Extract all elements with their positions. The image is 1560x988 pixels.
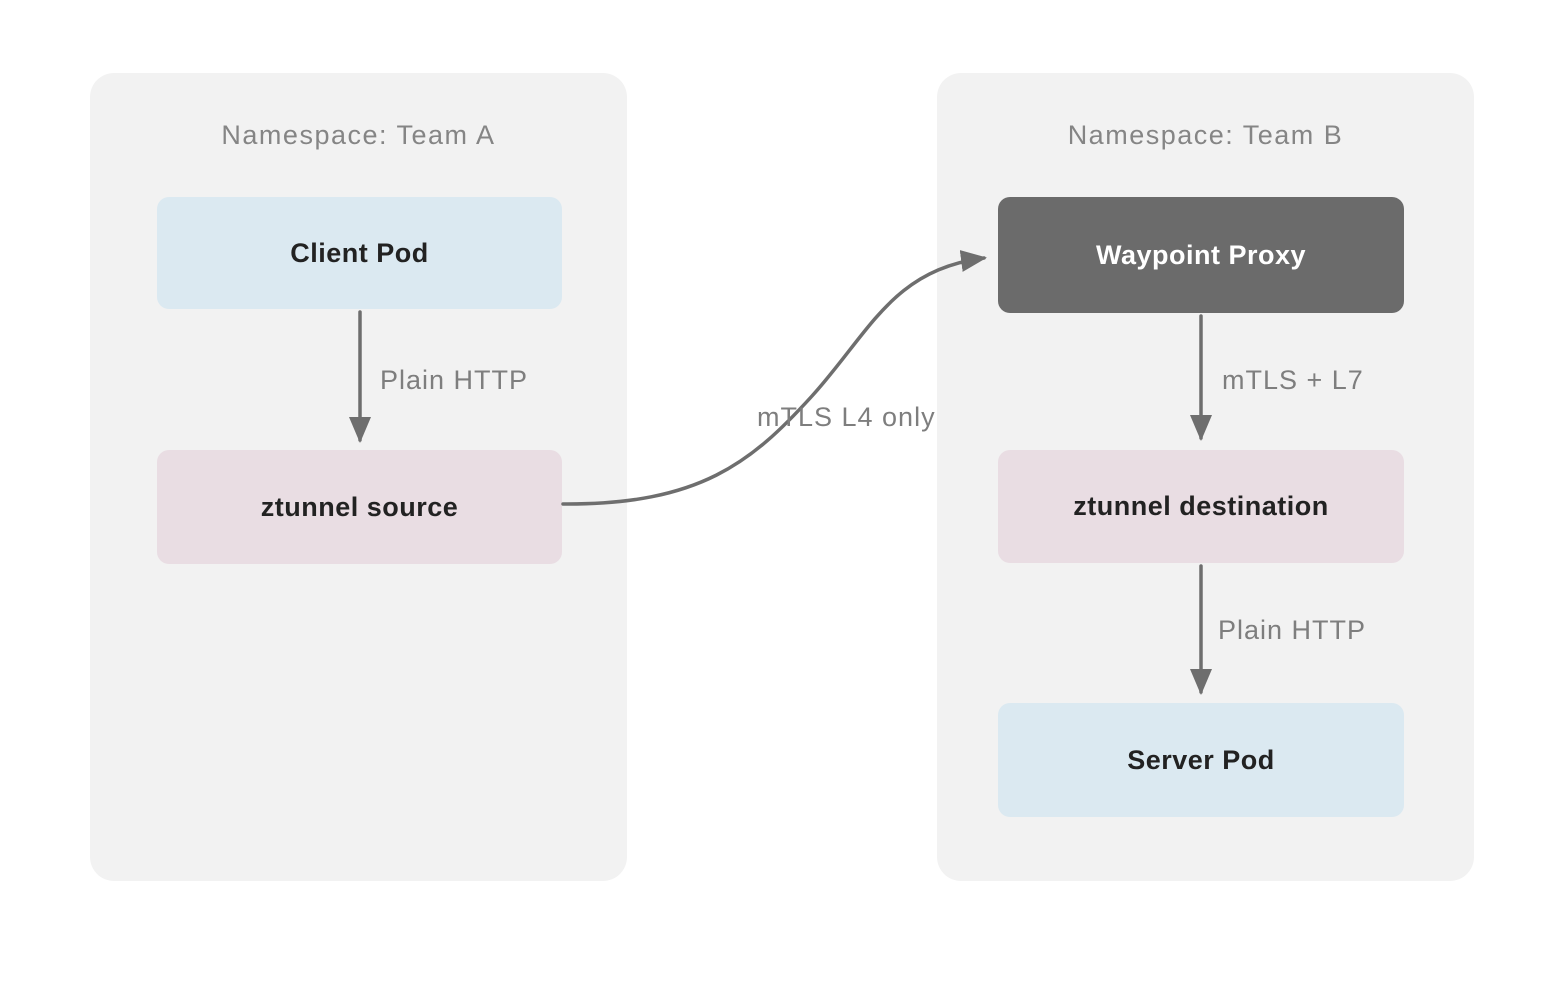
namespace-title-team-a: Namespace: Team A xyxy=(221,120,496,150)
node-waypoint-proxy: Waypoint Proxy xyxy=(998,197,1404,313)
edge-label-plain-http-a: Plain HTTP xyxy=(380,365,529,395)
edge-label-mtls-l4-only: mTLS L4 only xyxy=(757,402,936,432)
node-server-pod: Server Pod xyxy=(998,703,1404,817)
node-client-pod: Client Pod xyxy=(157,197,562,309)
edge-label-mtls-plus-l7: mTLS + L7 xyxy=(1222,365,1364,395)
namespace-title-team-b: Namespace: Team B xyxy=(1067,120,1344,150)
edge-label-plain-http-b: Plain HTTP xyxy=(1218,615,1367,645)
node-ztunnel-destination: ztunnel destination xyxy=(998,450,1404,563)
node-ztunnel-source: ztunnel source xyxy=(157,450,562,564)
